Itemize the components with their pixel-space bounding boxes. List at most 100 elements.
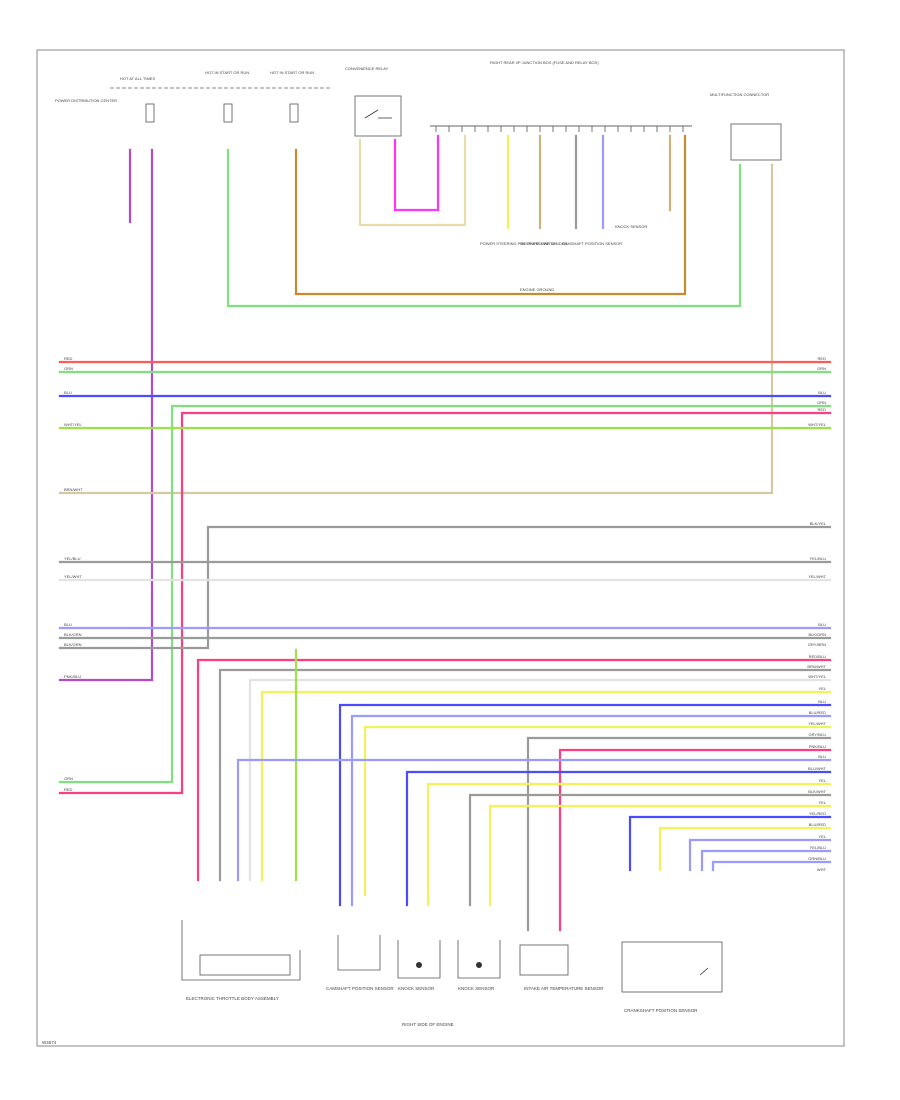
wire-light-fan (248, 678, 832, 882)
wire-label-right: BLU (818, 699, 826, 704)
top-fuse-box-label: RIGHT REAR I/P JUNCTION BOX (FUSE AND RE… (490, 60, 599, 65)
sensor-b-label: OIL PRESSURE SENDER (520, 241, 567, 246)
engine-side-label: RIGHT SIDE OF ENGINE (402, 1022, 454, 1027)
wire-label-right: GRY/BLU (809, 732, 827, 737)
wire-label-right: BLK/GRN (808, 632, 826, 637)
right-module-box (730, 123, 782, 161)
wire-label-right: WHT (817, 867, 827, 872)
wire-magenta-relay (393, 134, 440, 212)
wire-label-right: YEL/WHT (808, 721, 826, 726)
wire-blue-fan-3 (628, 815, 832, 872)
camshaft-sensor-label: CAMSHAFT POSITION SENSOR (326, 986, 394, 991)
wire-purple-main (58, 148, 154, 682)
wire-label-right: BLU (818, 622, 826, 627)
wire-pink-fan-2 (558, 748, 832, 932)
crank-sensor-label: CRANKSHAFT POSITION SENSOR (624, 1008, 698, 1013)
wire-gray-fan-2 (526, 736, 832, 932)
wire-blue-fan-2 (405, 770, 832, 907)
wire-yellow-fan-5 (658, 826, 832, 872)
bottom-components (181, 920, 723, 993)
iat-sensor-label: INTAKE AIR TEMPERATURE SENSOR (524, 986, 604, 991)
crank-sensor-box (621, 941, 723, 993)
top-fuse-label-group: RIGHT REAR I/P JUNCTION BOX (FUSE AND RE… (55, 60, 769, 103)
wire-yellow-fan-3 (426, 782, 832, 907)
wire-yellow-fan-4 (488, 804, 832, 907)
wire-label-left: YEL/WHT (64, 574, 82, 579)
wire-label-left: BLU (64, 390, 72, 395)
bus-left-labels: RED GRN BLU WHT/YEL BRN/WHT YEL/BLU YEL/WHT BLU… (64, 356, 83, 792)
throttle-body-connector (181, 920, 301, 981)
relay-box (354, 95, 402, 137)
fuse-hot-always-label: HOT AT ALL TIMES (120, 76, 155, 81)
wire-label-left: RED (64, 787, 73, 792)
bottom-labels: ELECTRONIC THROTTLE BODY ASSEMBLY CAMSHA… (42, 986, 698, 1045)
fuse-icon (145, 103, 155, 123)
knock-sensor-2-connector (457, 940, 501, 979)
bus-red-drop (58, 411, 832, 795)
throttle-body-label: ELECTRONIC THROTTLE BODY ASSEMBLY (186, 996, 279, 1001)
wire-label-left: BLK/GRN (64, 642, 82, 647)
wire-tan-relay (358, 134, 467, 227)
wire-label-right: GRY/BRN (808, 642, 826, 647)
wire-yellow-fan-1 (260, 690, 832, 882)
wire-lightblue-fan (350, 714, 832, 907)
engine-ground-label: ENGINE GROUND (520, 287, 554, 292)
wire-label-right: RED (818, 407, 827, 412)
wire-label-left: BRN/WHT (64, 487, 83, 492)
wire-tan-module-right (58, 163, 774, 495)
wire-green-top (226, 148, 742, 308)
wire-label-left: WHT/YEL (64, 422, 83, 427)
top-wires (58, 134, 774, 682)
fuse-hot-run-label-1: HOT IN START OR RUN (205, 70, 249, 75)
fuse-icon (289, 103, 299, 123)
throttle-body-box (199, 954, 291, 976)
wire-pink-fan (196, 658, 832, 882)
wire-label-left: GRN (64, 366, 73, 371)
wire-label-right: BLK/YEL (810, 521, 827, 526)
figure-id: W4674 (42, 1040, 57, 1045)
wire-label-right: YEL (818, 686, 826, 691)
knock-sensor-1-connector (397, 940, 441, 979)
wire-label-right: YEL/BLU (810, 556, 827, 561)
diagram-frame (36, 49, 845, 1047)
wire-label-right: GRN (817, 400, 826, 405)
wire-label-right: RED (818, 356, 827, 361)
wire-label-right: YEL/RED (809, 811, 826, 816)
module-right-label: MULTIFUNCTION CONNECTOR (710, 92, 769, 97)
knock-sensor-2-icon (476, 962, 482, 968)
wire-label-right: BLU (818, 390, 826, 395)
wire-label-left: BLU (64, 622, 72, 627)
bus-lines (58, 360, 832, 795)
wire-label-right: WHT/YEL (808, 674, 827, 679)
connector-pins (435, 126, 684, 132)
knock-sensor-1-icon (416, 962, 422, 968)
wire-label-right: YEL (818, 778, 826, 783)
wire-label-left: YEL/BLU (64, 556, 81, 561)
wire-label-left: RED (64, 356, 73, 361)
wire-lightblue-fan-2 (236, 758, 832, 882)
wire-label-right: BRN/WHT (807, 664, 826, 669)
wire-label-right: BLU/WHT (808, 766, 827, 771)
wire-label-left: BLK/GRN (64, 632, 82, 637)
crank-sensor-icon (699, 967, 709, 976)
wire-blue-fan (338, 703, 832, 907)
bus-green-drop (58, 404, 832, 784)
wire-label-right: YEL/WHT (808, 574, 826, 579)
wire-label-left: GRN (64, 776, 73, 781)
wire-label-right: GRN (817, 366, 826, 371)
knock-sensor-1-label: KNOCK SENSOR (398, 986, 435, 991)
wire-label-right: YEL (818, 800, 826, 805)
iat-sensor-box (519, 944, 569, 976)
fuse-icon (223, 103, 233, 123)
wire-lightblue-fan-5 (711, 860, 832, 872)
wire-label-right: BLU (818, 754, 826, 759)
wire-lightblue-fan-3 (688, 838, 832, 872)
wire-gray-fan (218, 668, 832, 882)
wire-label-right: RED/BLU (809, 654, 826, 659)
sensor-c-label: CAMSHAFT POSITION SENSOR (562, 241, 622, 246)
wire-label-right: BLK/WHT (808, 789, 826, 794)
bus-right-labels: RED GRN BLU GRN RED WHT/YEL BLK/YEL YEL/BLU YEL/… (807, 356, 826, 872)
sensor-right-label: KNOCK SENSOR (615, 224, 647, 229)
wire-label-right: YEL (818, 834, 826, 839)
